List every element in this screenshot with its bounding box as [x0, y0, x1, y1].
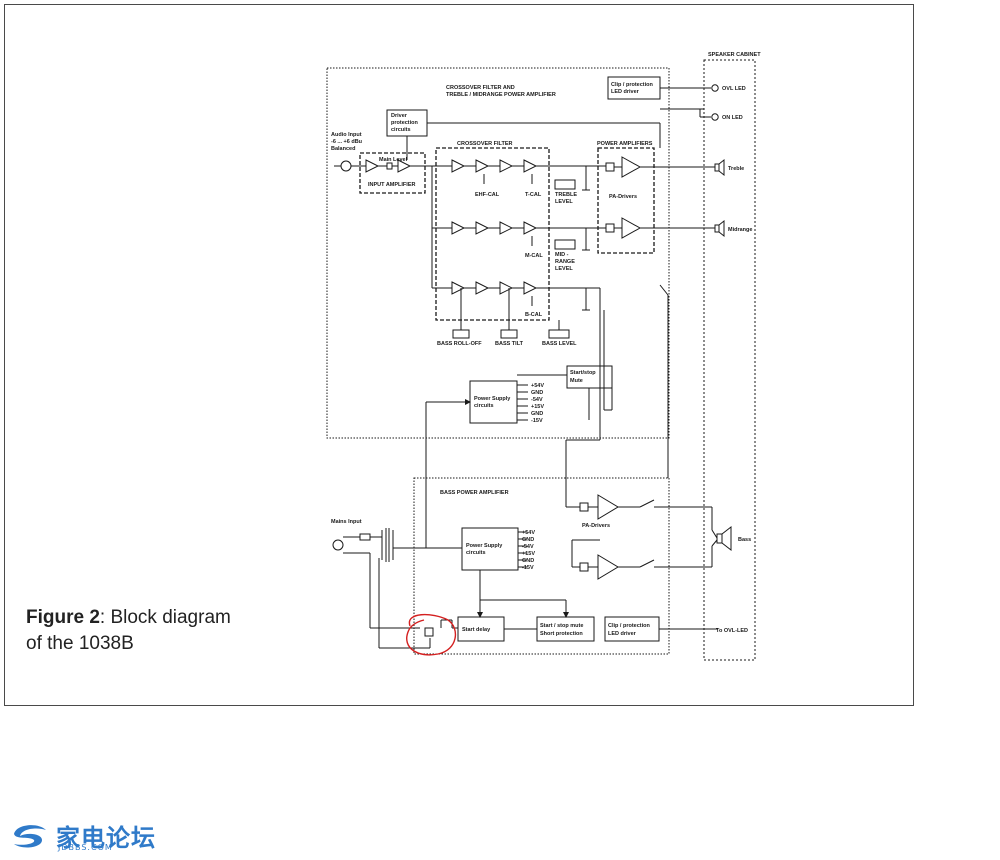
- power-amplifiers-label: POWER AMPLIFIERS: [597, 141, 653, 147]
- psu-bottom-1: Power Supply: [466, 543, 503, 549]
- power-supply-top: [469, 380, 518, 424]
- rail-bottom: -15V: [522, 565, 534, 571]
- b-cal-label: B-CAL: [525, 312, 543, 318]
- rail-top: -54V: [531, 397, 543, 403]
- swirl-logo-icon: [14, 825, 46, 848]
- watermark-url: JDBBS.COM: [58, 843, 113, 852]
- input-amplifier-box: [359, 152, 426, 194]
- audio-input-2: -6 ... +6 dBu: [331, 139, 362, 145]
- bottom-section-box: [413, 477, 670, 655]
- psu-top-1: Power Supply: [474, 396, 511, 402]
- on-led-label: ON LED: [722, 115, 743, 121]
- mute-protection-1: Start / stop mute: [540, 623, 583, 629]
- speaker-cabinet-title: SPEAKER CABINET: [708, 52, 761, 58]
- rail-bottom: -54V: [522, 544, 534, 550]
- watermark-chinese: 家电论坛: [56, 824, 156, 852]
- mid-level-2: RANGE: [555, 259, 575, 265]
- top-section-box: [326, 67, 670, 439]
- power-amplifiers-box: [597, 147, 655, 254]
- rail-top: +15V: [531, 404, 544, 410]
- rail-top: GND: [531, 390, 543, 396]
- crossover-filter-box: [435, 147, 550, 321]
- start-stop-mute-1: Start/stop: [570, 370, 596, 376]
- rail-bottom: +15V: [522, 551, 535, 557]
- mute-protection-2: Short protection: [540, 631, 583, 637]
- audio-input-3: Balanced: [331, 146, 355, 152]
- red-annotation-circle: [406, 613, 457, 656]
- mid-level-1: MID -: [555, 252, 569, 258]
- figure-caption: Figure 2: Block diagram of the 1038B: [26, 605, 231, 657]
- clip-led-driver-bottom: [604, 616, 660, 642]
- rail-bottom: GND: [522, 558, 534, 564]
- driver-protection-3: circuits: [391, 127, 411, 133]
- driver-protection-1: Driver: [391, 113, 408, 119]
- rail-top: GND: [531, 411, 543, 417]
- top-title-line1: CROSSOVER FILTER AND: [446, 85, 515, 91]
- bass-label: Bass: [738, 537, 751, 543]
- input-amplifier-label: INPUT AMPLIFIER: [368, 182, 415, 188]
- t-cal-label: T-CAL: [525, 192, 542, 198]
- rail-top: -15V: [531, 418, 543, 424]
- mains-input-label: Mains Input: [331, 519, 362, 525]
- psu-top-2: circuits: [474, 403, 494, 409]
- clip-led-top-1: Clip / protection: [611, 82, 654, 88]
- caption-bold: Figure 2: [26, 607, 100, 628]
- bass-tilt-label: BASS TILT: [495, 341, 524, 347]
- caption-rest: : Block diagram: [99, 607, 231, 628]
- mid-level-3: LEVEL: [555, 266, 573, 272]
- speaker-cabinet-box: [703, 59, 756, 661]
- m-cal-label: M-CAL: [525, 253, 543, 259]
- watermark-logo: 家电论坛 JDBBS.COM: [8, 818, 158, 858]
- driver-protection-2: protection: [391, 120, 419, 126]
- power-supply-bottom: [461, 527, 519, 571]
- start-stop-mute-2: Mute: [570, 378, 583, 384]
- ovl-led-label: OVL LED: [722, 86, 746, 92]
- psu-bottom-2: circuits: [466, 550, 486, 556]
- main-level-label: Main Level: [379, 157, 408, 163]
- bass-rolloff-label: BASS ROLL-OFF: [437, 341, 482, 347]
- figure-frame: [4, 4, 914, 706]
- mute-protection-box: [536, 616, 595, 642]
- clip-led-top-2: LED driver: [611, 89, 640, 95]
- midrange-label: Midrange: [728, 227, 752, 233]
- treble-label: Treble: [728, 166, 744, 172]
- to-ovl-led-label: To OVL-LED: [716, 628, 748, 634]
- rail-bottom: +54V: [522, 530, 535, 536]
- ehf-cal-label: EHF-CAL: [475, 192, 500, 198]
- rail-bottom: GND: [522, 537, 534, 543]
- rail-top: +54V: [531, 383, 544, 389]
- start-delay-label: Start delay: [462, 627, 491, 633]
- audio-input-1: Audio Input: [331, 132, 362, 138]
- pa-drivers-bottom: PA-Drivers: [582, 523, 610, 529]
- clip-led-driver-top: [607, 76, 661, 100]
- bass-power-amp-title: BASS POWER AMPLIFIER: [440, 490, 509, 496]
- clip-led-bottom-2: LED driver: [608, 631, 637, 637]
- top-title-line2: TREBLE / MIDRANGE POWER AMPLIFIER: [446, 92, 556, 98]
- pa-drivers-top: PA-Drivers: [609, 194, 637, 200]
- clip-led-bottom-1: Clip / protection: [608, 623, 651, 629]
- treble-level-1: TREBLE: [555, 192, 577, 198]
- bass-level-label: BASS LEVEL: [542, 341, 577, 347]
- crossover-filter-label: CROSSOVER FILTER: [457, 141, 513, 147]
- treble-level-2: LEVEL: [555, 199, 573, 205]
- caption-line2: of the 1038B: [26, 633, 134, 654]
